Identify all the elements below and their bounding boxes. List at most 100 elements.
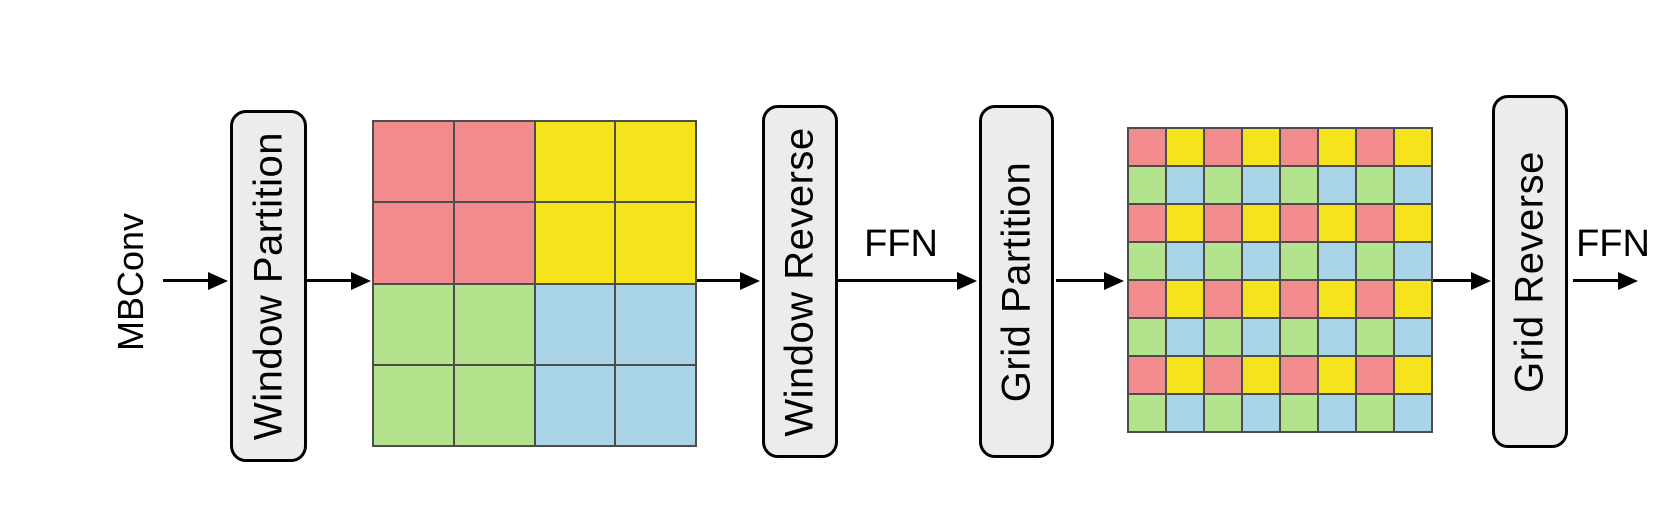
grid-cell-salmon — [1357, 205, 1393, 241]
grid-cell-salmon — [1205, 357, 1241, 393]
grid-cell-yellow — [1319, 205, 1355, 241]
grid-cell-blue — [1243, 243, 1279, 279]
grid-cell-blue — [1243, 167, 1279, 203]
mbconv-label: MBConv — [110, 212, 151, 352]
grid-cell-salmon — [1357, 129, 1393, 165]
grid-cell-green — [1357, 319, 1393, 355]
window-reverse-box: Window Reverse — [762, 105, 838, 458]
grid-cell-yellow — [535, 122, 615, 202]
grid-cell-salmon — [1205, 205, 1241, 241]
grid-cell-yellow — [1167, 281, 1203, 317]
grid-partition-grid — [1127, 127, 1433, 433]
grid-cell-yellow — [1167, 205, 1203, 241]
grid-cell-salmon — [374, 122, 453, 202]
grid-cell-blue — [616, 365, 695, 445]
grid-cell-yellow — [1319, 281, 1355, 317]
grid-cell-blue — [1319, 319, 1355, 355]
arrow-window-reverse-to-grid-partition-icon — [838, 279, 957, 282]
grid-cell-green — [374, 284, 453, 364]
grid-cell-green — [1129, 167, 1165, 203]
grid-reverse-label: Grid Reverse — [1507, 150, 1552, 393]
grid-cell-green — [454, 365, 534, 445]
grid-cell-blue — [1319, 243, 1355, 279]
window-partition-box: Window Partition — [230, 110, 307, 462]
grid-cell-salmon — [1129, 357, 1165, 393]
grid-cell-yellow — [1167, 357, 1203, 393]
grid-cell-yellow — [616, 203, 695, 283]
grid-cell-yellow — [1395, 129, 1431, 165]
grid-cell-green — [1129, 243, 1165, 279]
grid-cell-yellow — [1243, 129, 1279, 165]
grid-cell-green — [1205, 167, 1241, 203]
grid-cell-salmon — [454, 122, 534, 202]
window-partition-label: Window Partition — [246, 131, 290, 441]
grid-cell-yellow — [1243, 205, 1279, 241]
grid-cell-green — [1205, 319, 1241, 355]
arrow-grid-partition-to-grid-grid-icon — [1056, 279, 1104, 282]
grid-cell-green — [1281, 395, 1317, 431]
window-partition-grid — [372, 120, 697, 447]
grid-cell-salmon — [1129, 129, 1165, 165]
grid-cell-salmon — [1129, 205, 1165, 241]
grid-cell-salmon — [1281, 281, 1317, 317]
grid-cell-blue — [1167, 243, 1203, 279]
arrow-mbconv-to-window-partition-icon — [163, 279, 208, 282]
grid-cell-green — [1205, 395, 1241, 431]
grid-cell-blue — [1167, 319, 1203, 355]
grid-cell-yellow — [1395, 281, 1431, 317]
grid-cell-salmon — [1205, 129, 1241, 165]
grid-cell-yellow — [616, 122, 695, 202]
grid-cell-salmon — [1357, 357, 1393, 393]
grid-cell-green — [1281, 243, 1317, 279]
ffn-label-2: FFN — [1576, 223, 1650, 265]
grid-cell-green — [1129, 395, 1165, 431]
grid-cell-blue — [1395, 319, 1431, 355]
grid-cell-salmon — [454, 203, 534, 283]
grid-reverse-box: Grid Reverse — [1492, 95, 1568, 448]
grid-cell-salmon — [1129, 281, 1165, 317]
grid-cell-green — [1281, 319, 1317, 355]
grid-cell-salmon — [1281, 357, 1317, 393]
arrow-window-grid-to-window-reverse-icon — [697, 279, 740, 282]
grid-cell-blue — [1243, 395, 1279, 431]
arrow-grid-grid-to-grid-reverse-icon — [1433, 279, 1471, 282]
grid-cell-salmon — [374, 203, 453, 283]
arrow-window-partition-to-window-grid-icon — [307, 279, 351, 282]
grid-cell-yellow — [1167, 129, 1203, 165]
grid-cell-yellow — [1243, 357, 1279, 393]
ffn-label-1: FFN — [864, 223, 938, 265]
grid-cell-green — [1357, 167, 1393, 203]
grid-cell-yellow — [1395, 205, 1431, 241]
grid-cell-green — [1205, 243, 1241, 279]
grid-cell-salmon — [1205, 281, 1241, 317]
grid-cell-green — [374, 365, 453, 445]
grid-cell-blue — [1395, 167, 1431, 203]
grid-cell-green — [1357, 243, 1393, 279]
grid-cell-blue — [1167, 395, 1203, 431]
grid-cell-blue — [1319, 167, 1355, 203]
arrow-grid-reverse-output-icon — [1573, 279, 1618, 282]
grid-cell-blue — [1167, 167, 1203, 203]
grid-cell-blue — [1319, 395, 1355, 431]
grid-cell-blue — [1243, 319, 1279, 355]
grid-cell-blue — [1395, 395, 1431, 431]
grid-cell-green — [1281, 167, 1317, 203]
grid-cell-blue — [535, 284, 615, 364]
grid-partition-label: Grid Partition — [994, 161, 1038, 402]
window-reverse-label: Window Reverse — [777, 126, 822, 437]
grid-cell-salmon — [1281, 129, 1317, 165]
grid-cell-salmon — [1357, 281, 1393, 317]
grid-cell-green — [1357, 395, 1393, 431]
grid-cell-blue — [1395, 243, 1431, 279]
grid-partition-box: Grid Partition — [979, 105, 1054, 458]
grid-cell-green — [454, 284, 534, 364]
grid-cell-green — [1129, 319, 1165, 355]
grid-cell-yellow — [1243, 281, 1279, 317]
grid-cell-yellow — [1319, 129, 1355, 165]
grid-cell-yellow — [1319, 357, 1355, 393]
grid-cell-salmon — [1281, 205, 1317, 241]
grid-cell-blue — [616, 284, 695, 364]
grid-cell-blue — [535, 365, 615, 445]
grid-cell-yellow — [535, 203, 615, 283]
